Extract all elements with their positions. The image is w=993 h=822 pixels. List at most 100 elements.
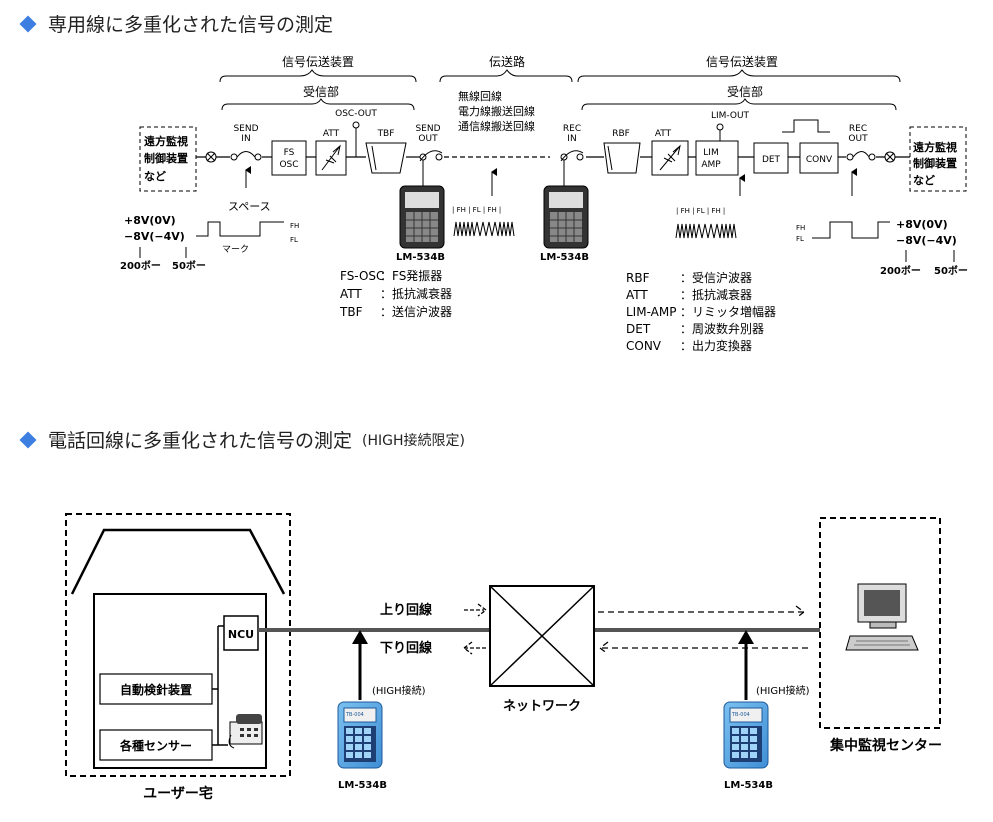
ncu-box xyxy=(223,615,259,651)
send-out-label-2: OUT xyxy=(418,134,438,144)
user-home-boundary xyxy=(65,513,291,777)
center-boundary xyxy=(819,517,941,729)
rec-out-label-2: OUT xyxy=(848,134,868,144)
send-in-switch-icon xyxy=(230,151,262,161)
high-conn-right: (HIGH接続) xyxy=(756,684,810,697)
group-mid-label: 伝送路 xyxy=(489,54,525,69)
auto-meter-label: 自動検針装置 xyxy=(120,682,192,697)
svg-text:TBF: TBF xyxy=(339,305,363,319)
lm534b-device-icon xyxy=(543,185,589,249)
path-line-1: 無線回線 xyxy=(458,89,502,103)
attenuator-icon xyxy=(321,144,341,171)
fsk-wave-path xyxy=(453,221,515,237)
rec-in-label-1: REC xyxy=(563,124,581,134)
fs-osc-label-1: FS xyxy=(284,148,295,158)
section2-heading: 電話回線に多重化された信号の測定 (HIGH接続限定) xyxy=(19,426,465,453)
lim-amp-label-1: LIM xyxy=(703,148,718,158)
down-line-label: 下り回線 xyxy=(380,640,433,656)
svg-text:RBF: RBF xyxy=(626,271,650,285)
remote-right-2: 制御装置 xyxy=(913,156,957,170)
remote-left-1: 遠方監視 xyxy=(144,134,188,148)
group-brace-mid xyxy=(439,69,573,83)
det-output-wave xyxy=(782,119,830,133)
path-fh-fl-fh: | FH | FL | FH | xyxy=(452,206,501,214)
svg-text:ATT: ATT xyxy=(340,287,362,301)
section1-title: 専用線に多重化された信号の測定 xyxy=(48,14,334,36)
osc-out-terminal-icon xyxy=(352,121,360,129)
sub-left-label: 受信部 xyxy=(303,84,339,99)
computer-icon xyxy=(845,583,919,651)
device-left-label: LM-534B xyxy=(338,780,387,791)
ncu-label: NCU xyxy=(228,628,254,641)
v-minus-right: −8V(−4V) xyxy=(896,234,957,247)
high-conn-left: (HIGH接続) xyxy=(372,684,426,697)
remote-left-box xyxy=(139,126,197,192)
sub-brace-right xyxy=(581,98,897,111)
group-brace-right xyxy=(577,69,901,83)
svg-text:：受信沪波器: ：受信沪波器 xyxy=(680,271,752,285)
path-line-3: 通信線搬送回線 xyxy=(458,119,535,133)
space-label: スペース xyxy=(228,200,271,213)
tbf-box xyxy=(365,142,407,174)
down-arrow-icon xyxy=(462,641,486,655)
network-label: ネットワーク xyxy=(503,699,581,714)
sub-right-label: 受信部 xyxy=(727,84,763,99)
conv-box xyxy=(799,142,839,174)
group-brace-left xyxy=(219,69,417,83)
legend-left: FS-OSC ：FS発振器 ATT ：抵抗減衰器 TBF ：送信沪波器 xyxy=(339,269,452,319)
attenuator-icon xyxy=(659,144,681,171)
rec-out-switch-icon xyxy=(846,151,876,161)
right-baud-wave xyxy=(812,221,890,239)
path-line-2: 電力線搬送回線 xyxy=(458,104,535,118)
rec-out-label-1: REC xyxy=(849,124,867,134)
lm534b-device-icon xyxy=(399,185,445,249)
house-body xyxy=(93,593,267,769)
right-fl: FL xyxy=(796,235,804,243)
baud50-right: 50ボー xyxy=(934,264,968,277)
probe-left-arrow-icon xyxy=(352,630,368,644)
svg-text:：抵抗減衰器: ：抵抗減衰器 xyxy=(380,286,452,301)
junction-left-icon xyxy=(205,151,217,163)
svg-text:：周波数弁別器: ：周波数弁別器 xyxy=(680,321,764,336)
remote-left-3: など xyxy=(144,170,166,183)
device-right-label: LM-534B xyxy=(724,780,773,791)
lm534b-color-device-icon: TB-004 xyxy=(723,701,769,769)
conv-label: CONV xyxy=(806,155,833,165)
rx-fsk-wave xyxy=(675,223,737,239)
lim-out-terminal-icon xyxy=(716,123,724,131)
legend-right: RBF ：受信沪波器 ATT ：抵抗減衰器 LIM-AMP ：リミッタ増幅器 D… xyxy=(626,271,776,353)
auto-meter-box xyxy=(99,673,213,705)
send-in-label-2: IN xyxy=(241,134,250,144)
svg-text:CONV: CONV xyxy=(626,339,662,353)
remote-right-box xyxy=(909,126,967,192)
det-label: DET xyxy=(762,155,781,165)
baud50-left: 50ボー xyxy=(172,259,206,272)
fs-osc-box xyxy=(271,140,307,176)
svg-text:TB-004: TB-004 xyxy=(345,712,364,718)
rbf-label: RBF xyxy=(612,129,630,139)
att2-label: ATT xyxy=(655,129,672,139)
rec-in-label-2: IN xyxy=(567,134,576,144)
svg-text:TB-004: TB-004 xyxy=(731,712,750,718)
svg-text:LIM-AMP: LIM-AMP xyxy=(626,305,676,319)
baud200-left: 200ボー xyxy=(120,259,161,272)
v-plus-right: +8V(0V) xyxy=(896,218,948,231)
left-baud-wave xyxy=(196,221,284,237)
send-in-label-1: SEND xyxy=(233,124,258,134)
remote-right-3: など xyxy=(913,174,935,187)
rx-fh-fl-fh: | FH | FL | FH | xyxy=(676,207,725,215)
house-roof xyxy=(70,528,286,595)
remote-left-2: 制御装置 xyxy=(144,151,188,165)
v-plus-left: +8V(0V) xyxy=(124,214,176,227)
att-label: ATT xyxy=(323,129,340,139)
send-out-switch-icon xyxy=(419,150,443,162)
send-out-label-1: SEND xyxy=(415,124,440,134)
group-left-label: 信号伝送装置 xyxy=(282,54,354,69)
up-dashed-arrow-icon xyxy=(598,605,806,619)
lim-amp-box xyxy=(695,140,739,176)
svg-text:：送信沪波器: ：送信沪波器 xyxy=(380,304,452,319)
svg-text:DET: DET xyxy=(626,322,651,336)
user-home-label: ユーザー宅 xyxy=(143,785,213,802)
rec-in-switch-icon xyxy=(560,150,584,162)
